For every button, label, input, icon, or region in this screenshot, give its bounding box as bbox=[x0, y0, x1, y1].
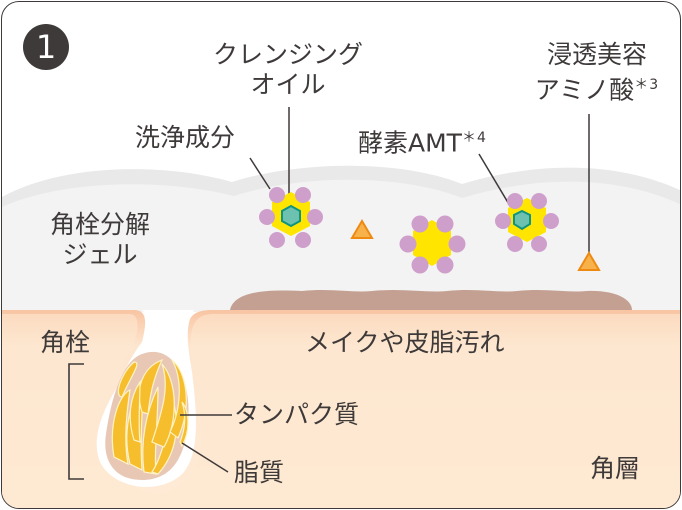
amino-acid-line2: アミノ酸＊3 bbox=[522, 70, 672, 105]
amino-acid-line1: 浸透美容 bbox=[546, 40, 647, 69]
plug-bracket bbox=[68, 363, 84, 480]
cleansing-molecule-with-enzyme-2 bbox=[495, 193, 559, 252]
protein-label: タンパク質 bbox=[234, 400, 360, 429]
amino-acid-triangle bbox=[350, 219, 374, 239]
lipid-label: 脂質 bbox=[234, 458, 285, 487]
amino-acid-footnote: ＊3 bbox=[634, 77, 660, 93]
enzyme-footnote: ＊4 bbox=[461, 130, 487, 146]
leader-lines bbox=[180, 107, 590, 473]
detergent-label: 洗浄成分 bbox=[135, 123, 236, 152]
amino-acid-text: アミノ酸 bbox=[534, 75, 635, 105]
enzyme-text: 酵素AMT bbox=[358, 128, 462, 158]
enzyme-label: 酵素AMT＊4 bbox=[358, 123, 487, 158]
amino-acid-triangle-2 bbox=[577, 251, 601, 271]
plug-label: 角栓 bbox=[40, 328, 91, 357]
step-badge: 1 bbox=[23, 24, 69, 70]
amino-acid-label: 浸透美容 アミノ酸＊3 bbox=[522, 40, 672, 105]
gel-line2: ジェル bbox=[62, 240, 138, 269]
stratum-corneum bbox=[2, 310, 680, 508]
cleansing-molecule-with-enzyme bbox=[259, 187, 323, 248]
keratin-plug bbox=[105, 351, 189, 480]
stratum-label: 角層 bbox=[590, 454, 641, 483]
cleansing-oil-label: クレンジング オイル bbox=[208, 40, 368, 100]
cleansing-molecule bbox=[399, 215, 466, 274]
makeup-label: メイクや皮脂汚れ bbox=[305, 328, 505, 357]
cleansing-oil-line2: オイル bbox=[250, 70, 326, 99]
gel-label: 角栓分解 ジェル bbox=[30, 210, 170, 270]
cleansing-oil-line1: クレンジング bbox=[212, 40, 363, 69]
gel-line1: 角栓分解 bbox=[49, 210, 150, 239]
makeup-sebum-dirt bbox=[230, 290, 632, 310]
